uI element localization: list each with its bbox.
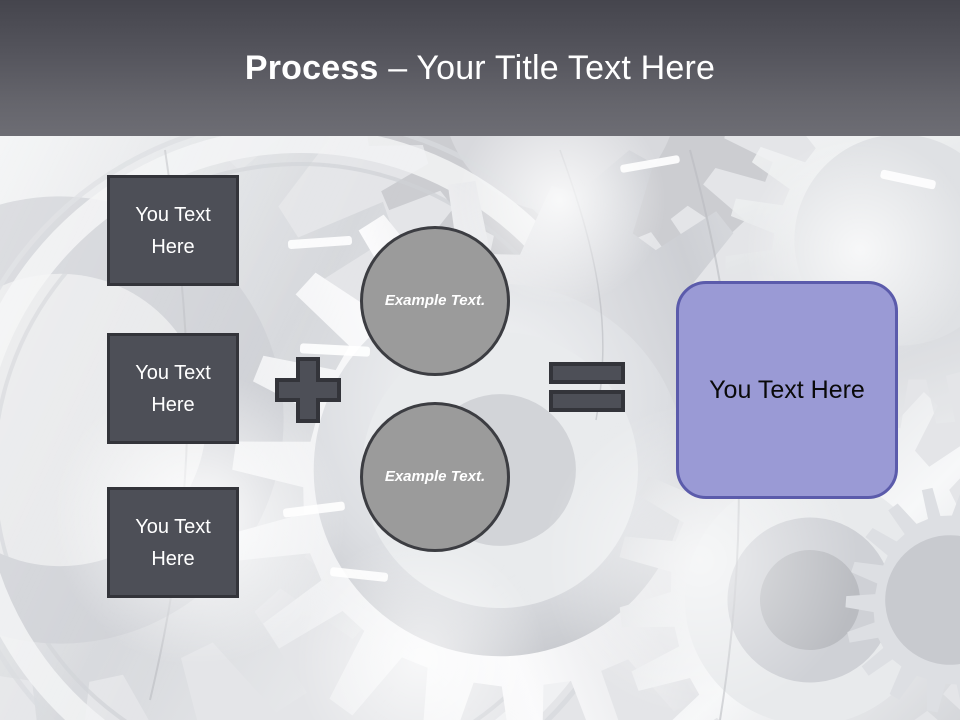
- result-box[interactable]: You Text Here: [676, 281, 898, 499]
- plus-icon: [274, 356, 342, 424]
- input-box-1[interactable]: You Text Here: [107, 175, 239, 286]
- page-title-remainder: – Your Title Text Here: [378, 49, 716, 87]
- input-box-3[interactable]: You Text Here: [107, 487, 239, 598]
- example-circle-1[interactable]: Example Text.: [360, 226, 510, 376]
- page-title: Process – Your Title Text Here: [0, 48, 960, 88]
- example-circle-2-label: Example Text.: [384, 468, 486, 485]
- title-bar: Process – Your Title Text Here: [0, 0, 960, 136]
- input-box-2[interactable]: You Text Here: [107, 333, 239, 444]
- example-circle-2[interactable]: Example Text.: [360, 402, 510, 552]
- page-title-emphasis: Process: [244, 49, 379, 87]
- input-box-1-label: You Text Here: [135, 203, 211, 258]
- example-circle-1-label: Example Text.: [384, 292, 486, 309]
- result-box-label: You Text Here: [709, 375, 865, 404]
- input-box-3-label: You Text Here: [135, 515, 211, 570]
- equals-icon: [548, 361, 626, 413]
- input-box-2-label: You Text Here: [135, 361, 211, 416]
